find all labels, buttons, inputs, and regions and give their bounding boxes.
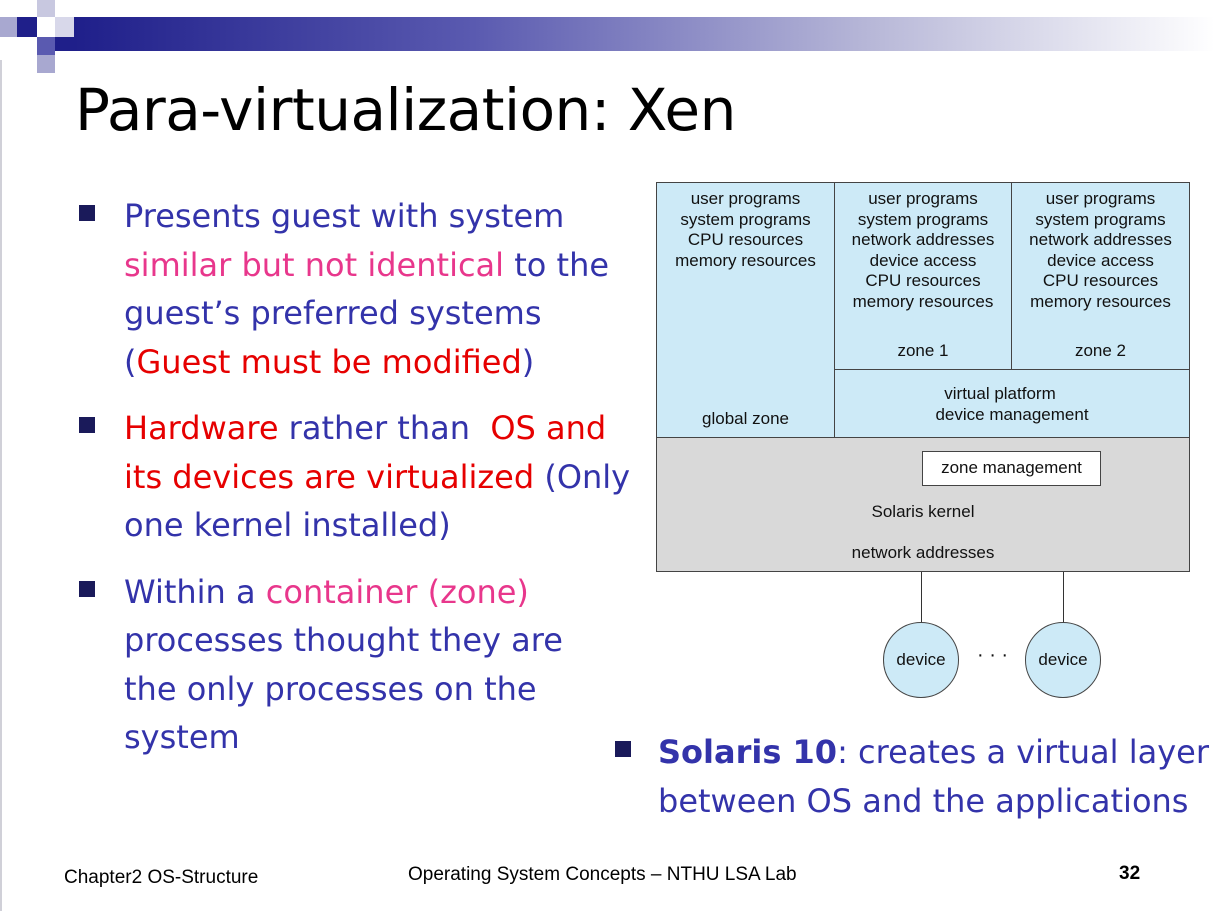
device-left: device <box>883 622 959 698</box>
footer-course: Operating System Concepts – NTHU LSA Lab <box>408 864 797 885</box>
device-connector-left <box>921 572 922 622</box>
zone-line: user programs <box>690 189 801 208</box>
bullet-square-icon <box>79 580 95 597</box>
zone-management-box: zone management <box>922 451 1101 486</box>
device-right: device <box>1025 622 1101 698</box>
bullet-text: Within a container (zone) processes thou… <box>124 568 594 762</box>
bullet-item: Within a container (zone) processes thou… <box>75 568 635 762</box>
zone-line: CPU resources <box>1042 271 1159 290</box>
left-edge-line <box>0 60 2 911</box>
text-run: similar but not identical <box>124 245 505 284</box>
deco-square <box>17 17 37 37</box>
global-zone-label: global zone <box>702 409 789 428</box>
network-label: network addresses <box>851 543 995 562</box>
bullet-list: Presents guest with system similar but n… <box>75 192 635 780</box>
deco-square <box>37 55 55 73</box>
zone-line: user programs <box>868 189 978 208</box>
text-run: Within a <box>124 572 266 611</box>
header-gradient-bar <box>74 17 1215 51</box>
deco-square <box>55 17 74 37</box>
text-run: Hardware <box>124 409 279 447</box>
global-zone-box: user programs system programs CPU resour… <box>656 182 835 438</box>
deco-square <box>0 17 17 37</box>
bullet-item: Presents guest with system similar but n… <box>75 192 635 386</box>
zone-line: memory resources <box>852 291 994 311</box>
slide-title: Para-virtualization: Xen <box>75 76 736 144</box>
zone-line: system programs <box>680 209 811 229</box>
zone1-box: user programs system programs network ad… <box>834 182 1012 370</box>
bullet-square-icon <box>79 417 95 433</box>
text-run: to the guest’s preferred systems ( <box>124 245 610 381</box>
bullet-item: Hardware rather than OS and its devices … <box>75 404 635 550</box>
text-run: (Only one kernel installed) <box>124 457 631 545</box>
bullet-text: Presents guest with system similar but n… <box>124 192 635 386</box>
vp-line: device management <box>935 404 1089 424</box>
device-connector-right <box>1063 572 1064 622</box>
zone-line: network addresses <box>1029 230 1172 249</box>
zone-line: system programs <box>857 209 989 229</box>
footer-chapter: Chapter2 OS-Structure <box>64 867 259 888</box>
text-run: container (zone) <box>265 572 529 611</box>
text-run: OS and its devices are virtualized <box>124 409 607 496</box>
footer-page-number: 32 <box>1119 863 1141 884</box>
text-run: rather than <box>278 409 491 447</box>
bullet-square-icon <box>79 205 95 221</box>
ellipsis-dots: · · · <box>977 644 1009 666</box>
deco-square <box>37 37 55 55</box>
vp-line: virtual platform <box>944 384 1056 403</box>
zone1-label: zone 1 <box>897 341 949 360</box>
text-run: Guest must be modified <box>136 342 522 381</box>
zone-line: CPU resources <box>865 271 981 290</box>
deco-square <box>37 0 55 17</box>
solaris-rest: : creates a virtual layer between OS and… <box>658 733 1209 820</box>
solaris-bullet: Solaris 10: creates a virtual layer betw… <box>612 728 1212 825</box>
text-run: Presents guest with system <box>124 197 565 235</box>
bullet-text: Solaris 10: creates a virtual layer betw… <box>658 728 1212 825</box>
zone-line: system programs <box>1035 209 1166 229</box>
virtual-platform-box: virtual platform device management <box>834 369 1190 438</box>
solaris-bold: Solaris 10 <box>658 733 838 771</box>
zone2-label: zone 2 <box>1074 341 1127 360</box>
zone-line: memory resources <box>1030 291 1171 311</box>
zone2-box: user programs system programs network ad… <box>1011 182 1190 370</box>
solaris-kernel-box: zone management Solaris kernel network a… <box>656 437 1190 572</box>
zone-line: memory resources <box>675 250 816 270</box>
zone-line: network addresses <box>851 230 995 249</box>
bullet-square-icon <box>615 741 631 757</box>
zone-line: device access <box>1047 250 1154 270</box>
deco-square <box>55 37 74 51</box>
text-run: ) <box>521 342 535 381</box>
text-run: processes thought they are the only proc… <box>124 621 563 756</box>
zones-diagram: user programs system programs CPU resour… <box>656 182 1190 698</box>
zone-line: device access <box>869 250 977 270</box>
bullet-text: Hardware rather than OS and its devices … <box>124 404 635 550</box>
zone-line: CPU resources <box>687 230 804 249</box>
kernel-label: Solaris kernel <box>871 502 975 521</box>
zone-line: user programs <box>1045 189 1156 208</box>
